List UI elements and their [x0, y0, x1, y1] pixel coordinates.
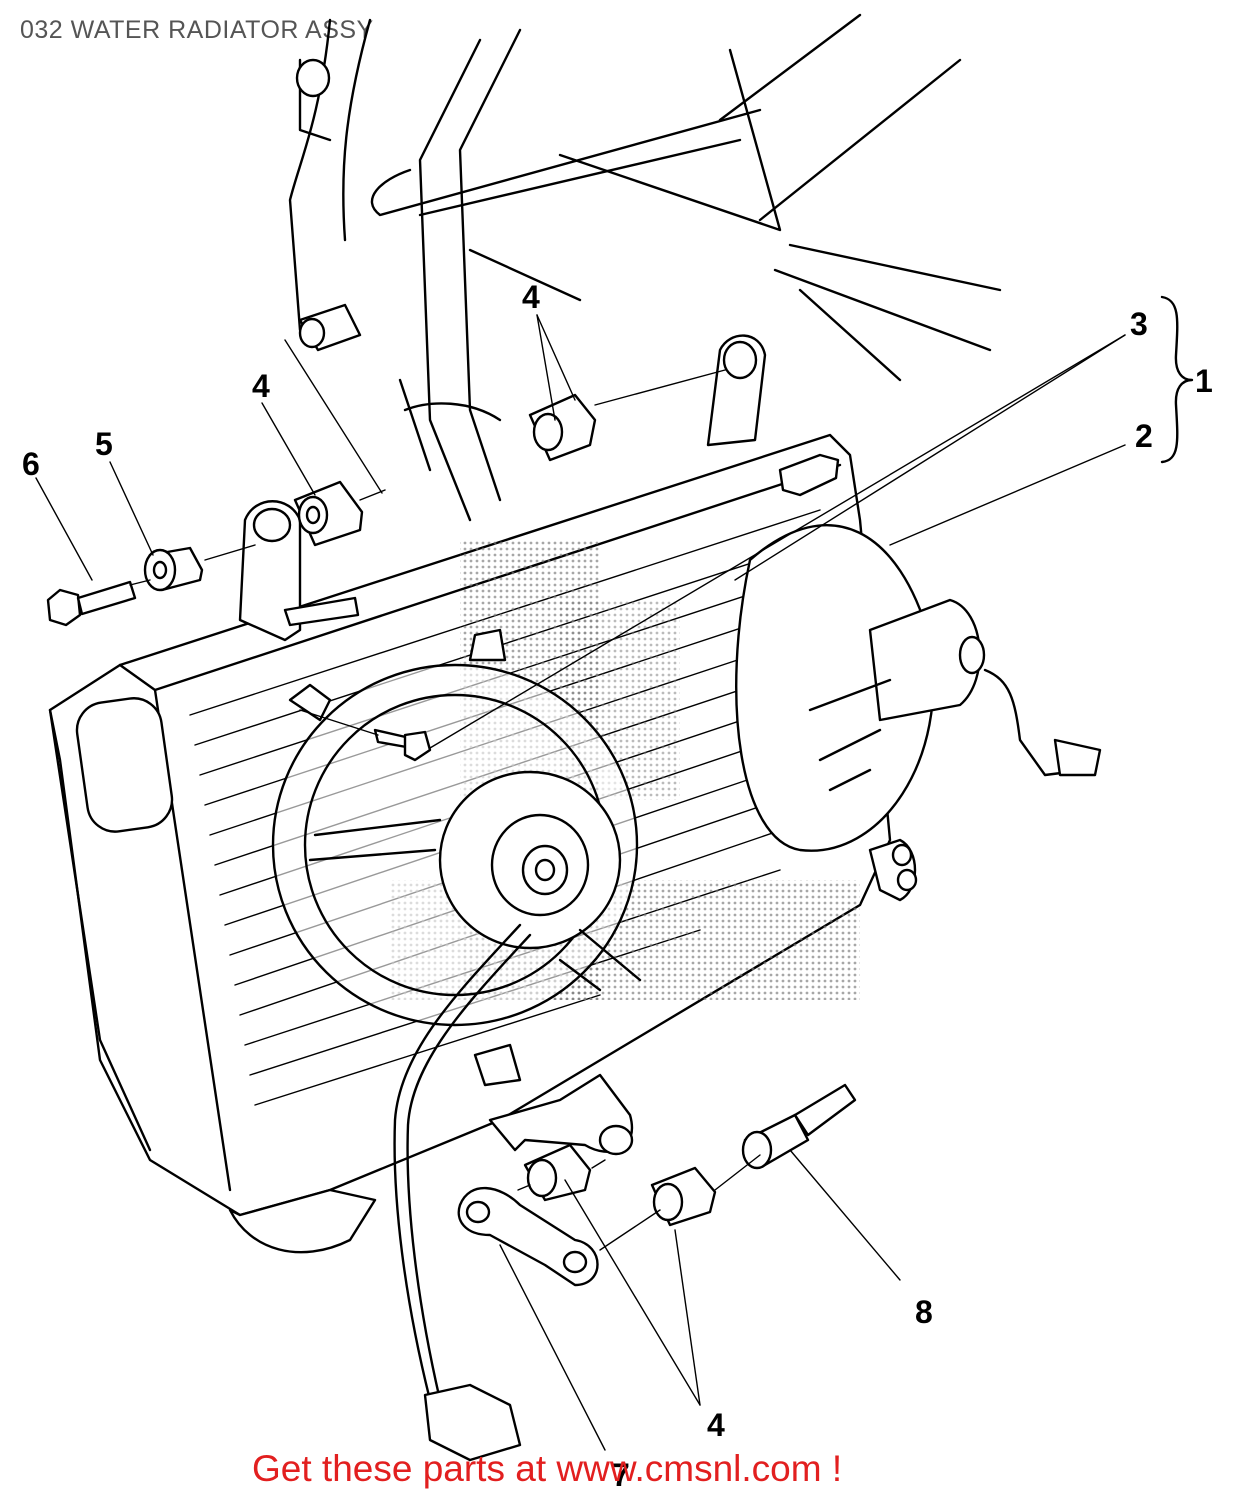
callout-7: 7	[612, 1457, 630, 1493]
callout-3: 3	[1130, 306, 1148, 342]
callout-4-bottom: 4	[707, 1407, 725, 1443]
fan-wire-harness	[393, 923, 532, 1462]
grommet-upper-left	[293, 480, 364, 547]
right-side-mount	[868, 838, 918, 902]
screw-front	[373, 728, 432, 762]
bottom-pipe	[228, 1188, 377, 1254]
upper-bracket-right	[706, 334, 767, 447]
bolt-part-6	[46, 580, 137, 627]
callout-8: 8	[915, 1294, 933, 1330]
grommet-lower-left	[523, 1143, 592, 1202]
callout-6: 6	[22, 446, 40, 482]
upper-bracket-left	[238, 500, 360, 642]
callout-4-top: 4	[522, 279, 540, 315]
screw-top	[778, 453, 840, 497]
leader-lines	[35, 314, 1126, 1451]
fan-assembly-front	[271, 628, 642, 1087]
diagram-title: 032 WATER RADIATOR ASSY	[20, 16, 374, 44]
callout-5: 5	[95, 426, 113, 462]
lower-bracket	[488, 1073, 634, 1156]
footer-link[interactable]: Get these parts at www.cmsnl.com !	[252, 1448, 843, 1489]
callout-2: 2	[1135, 418, 1153, 454]
assembly-lines	[129, 339, 761, 1251]
callout-4-left: 4	[252, 368, 270, 404]
grommet-upper-right	[528, 393, 597, 462]
fan-assembly-rear	[735, 523, 1102, 852]
callout-1: 1	[1195, 363, 1213, 399]
spacer-top	[298, 303, 362, 352]
frame-tubes	[288, 13, 1002, 522]
washer-part-5	[143, 546, 204, 592]
plate-part-7	[457, 1186, 599, 1287]
assembly-brace	[1160, 295, 1194, 464]
grommet-lower-right	[650, 1166, 717, 1227]
